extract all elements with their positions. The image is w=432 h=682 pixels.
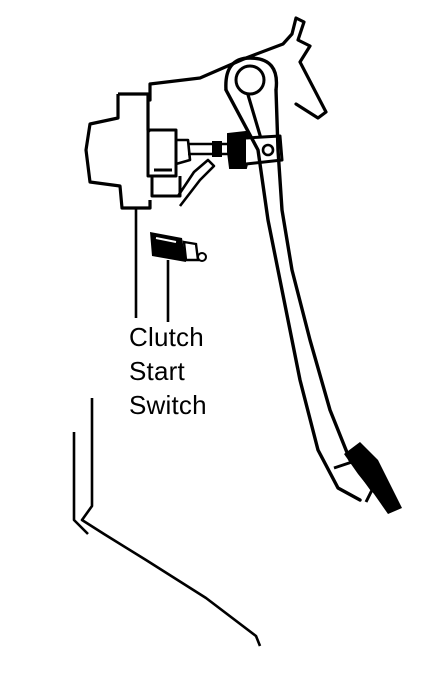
label-line-clutch: Clutch <box>129 322 204 352</box>
firewall-plate <box>84 92 152 210</box>
pedal-pivot-bushing <box>234 64 266 96</box>
clevis-pin <box>261 143 275 157</box>
clutch-pedal-arm <box>224 88 368 502</box>
pedal-mounting-bracket <box>148 16 328 144</box>
switch-bracket <box>176 158 216 207</box>
floor-pan <box>80 398 262 647</box>
push-rod-nut <box>212 141 222 157</box>
master-cylinder <box>146 128 182 198</box>
pedal-pad <box>344 442 402 514</box>
clutch-start-switch-highlight <box>155 237 177 243</box>
pedal-pad-base <box>333 460 374 503</box>
label-line-start: Start <box>129 356 185 386</box>
clutch-start-switch <box>150 232 186 262</box>
master-cylinder-boot <box>175 138 192 166</box>
switch-plunger <box>197 252 207 262</box>
label-line-switch: Switch <box>129 390 207 420</box>
floor-pan-inner <box>72 432 89 535</box>
clutch-start-switch-label: Clutch Start Switch <box>129 320 207 422</box>
switch-connector <box>182 240 200 262</box>
pedal-arm-head <box>224 56 279 91</box>
